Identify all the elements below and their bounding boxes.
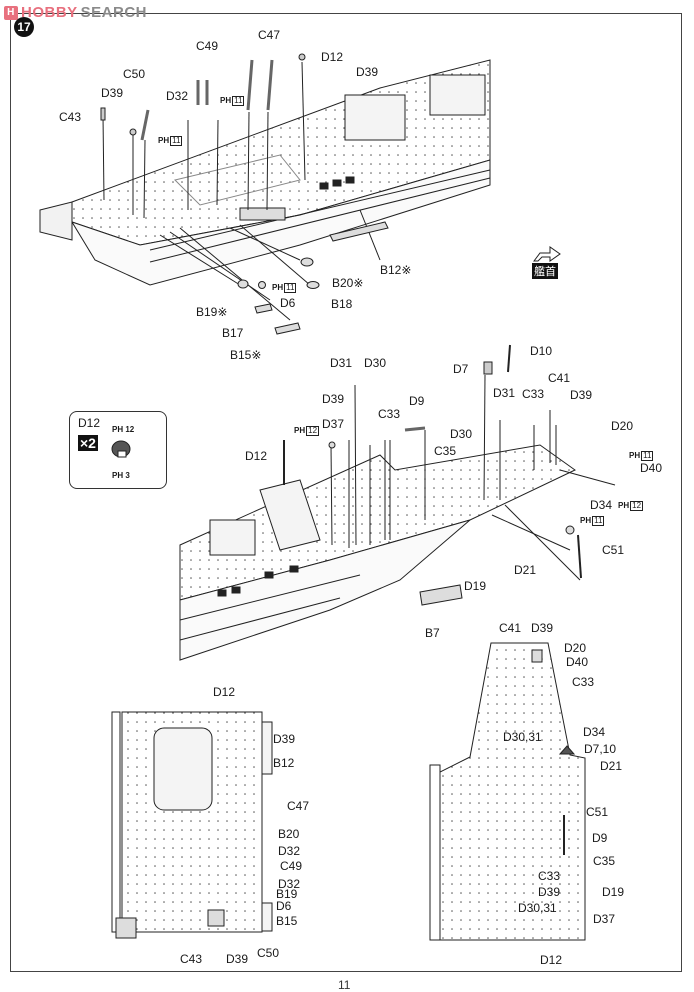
part-label: C43 <box>59 110 82 124</box>
part-label: C51 <box>602 543 625 557</box>
bow-plan-view <box>429 642 586 941</box>
bow-direction-indicator: 艦首 <box>532 245 562 279</box>
part-label: D6 <box>276 899 292 913</box>
part-label: D30,31 <box>503 730 542 744</box>
part-label: C33 <box>572 675 595 689</box>
part-label: D9 <box>409 394 425 408</box>
detail-inset-d12: D12 ×2 PH 12 PH 3 <box>69 411 167 489</box>
part-label: C33 <box>522 387 545 401</box>
part-label: C47 <box>287 799 310 813</box>
part-label: B18 <box>331 297 353 311</box>
part-label: D19 <box>464 579 487 593</box>
inset-multiplier: ×2 <box>78 435 98 451</box>
part-label: B20※ <box>332 276 364 290</box>
part-label: D31 <box>330 356 353 370</box>
part-label: C49 <box>280 859 303 873</box>
part-label: D39 <box>531 621 554 635</box>
part-label: B15※ <box>230 348 262 362</box>
part-label: B19※ <box>196 305 228 319</box>
part-label: C35 <box>434 444 457 458</box>
part-label: D30,31 <box>518 901 557 915</box>
part-label: D21 <box>600 759 623 773</box>
part-label: C35 <box>593 854 616 868</box>
part-label: D10 <box>530 344 553 358</box>
part-label: C33 <box>378 407 401 421</box>
part-label: C43 <box>180 952 203 966</box>
photo-etch-ref: PH 3 <box>112 471 130 480</box>
page-frame <box>10 13 682 972</box>
part-label: D32 <box>166 89 189 103</box>
part-label: D34 <box>583 725 606 739</box>
part-label: D31 <box>493 386 516 400</box>
part-label: D9 <box>592 831 608 845</box>
part-label: D12 <box>540 953 563 967</box>
part-label: D30 <box>450 427 473 441</box>
step-number-badge: 17 <box>14 17 34 37</box>
part-label: D7,10 <box>584 742 617 756</box>
part-label: D32 <box>278 844 301 858</box>
part-label: D32 <box>278 877 301 891</box>
part-label: D40 <box>566 655 589 669</box>
part-label: C41 <box>499 621 522 635</box>
part-label: C50 <box>257 946 280 960</box>
d12-part-icon <box>111 440 131 458</box>
watermark-brand-search: SEARCH <box>80 4 148 21</box>
part-label: D12 <box>245 449 268 463</box>
part-label: D39 <box>322 392 345 406</box>
part-label: B12※ <box>380 263 412 277</box>
part-label: D6 <box>280 296 296 310</box>
part-label: D39 <box>101 86 124 100</box>
part-label: B7 <box>425 626 440 640</box>
watermark: H HOBBY SEARCH <box>4 4 147 21</box>
part-label: D19 <box>602 885 625 899</box>
part-label: B20 <box>278 827 300 841</box>
part-label: C47 <box>258 28 281 42</box>
part-label: D20 <box>611 419 634 433</box>
part-label: D39 <box>273 732 296 746</box>
part-label: C50 <box>123 67 146 81</box>
stern-perspective-ship <box>39 53 491 335</box>
part-label: D7 <box>453 362 469 376</box>
part-label: D39 <box>538 885 561 899</box>
watermark-logo-icon: H <box>4 5 18 20</box>
photo-etch-ref: PH 12 <box>112 425 135 434</box>
bow-perspective-ship <box>179 344 616 661</box>
part-label: D34 <box>590 498 613 512</box>
part-label: D12 <box>213 685 236 699</box>
part-label: D20 <box>564 641 587 655</box>
stern-plan-view <box>111 711 273 939</box>
part-label: D39 <box>356 65 379 79</box>
part-label: B19 <box>276 887 298 901</box>
part-label: D30 <box>364 356 387 370</box>
part-label: D37 <box>593 912 616 926</box>
part-label: D37 <box>322 417 345 431</box>
arrow-right-icon <box>533 246 561 262</box>
part-label: B15 <box>276 914 298 928</box>
part-label: D39 <box>570 388 593 402</box>
part-label: B12 <box>273 756 295 770</box>
part-label: C51 <box>586 805 609 819</box>
watermark-brand-hobby: HOBBY <box>21 4 78 21</box>
inset-part-label: D12 <box>78 416 101 430</box>
part-label: D40 <box>640 461 663 475</box>
part-label: D12 <box>321 50 344 64</box>
part-label: D39 <box>226 952 249 966</box>
part-label: C33 <box>538 869 561 883</box>
part-label: B17 <box>222 326 244 340</box>
part-label: C49 <box>196 39 219 53</box>
bow-label: 艦首 <box>532 263 558 279</box>
page-number: 11 <box>338 978 351 992</box>
part-label: D21 <box>514 563 537 577</box>
part-label: C41 <box>548 371 571 385</box>
